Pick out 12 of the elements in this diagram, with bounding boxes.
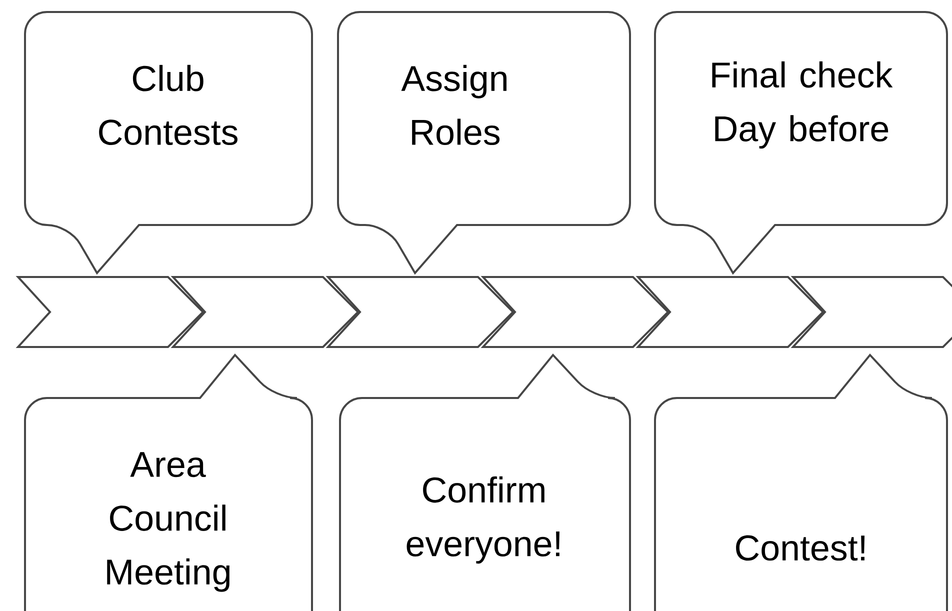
chevron-segment [480, 276, 670, 348]
chevron-segment [790, 276, 952, 348]
speech-callout: Confirm everyone! [339, 354, 631, 611]
speech-callout: Club Contests [24, 11, 313, 274]
speech-callout: Contest! [654, 354, 948, 611]
speech-callout: Assign Roles [337, 11, 631, 274]
speech-callout: Area Council Meeting [24, 354, 313, 611]
chevron-segment [16, 276, 204, 348]
chevron-segment [326, 276, 514, 348]
chevron-segment [636, 276, 824, 348]
speech-callout: Final check Day before [654, 11, 948, 274]
chevron-segment [170, 276, 360, 348]
